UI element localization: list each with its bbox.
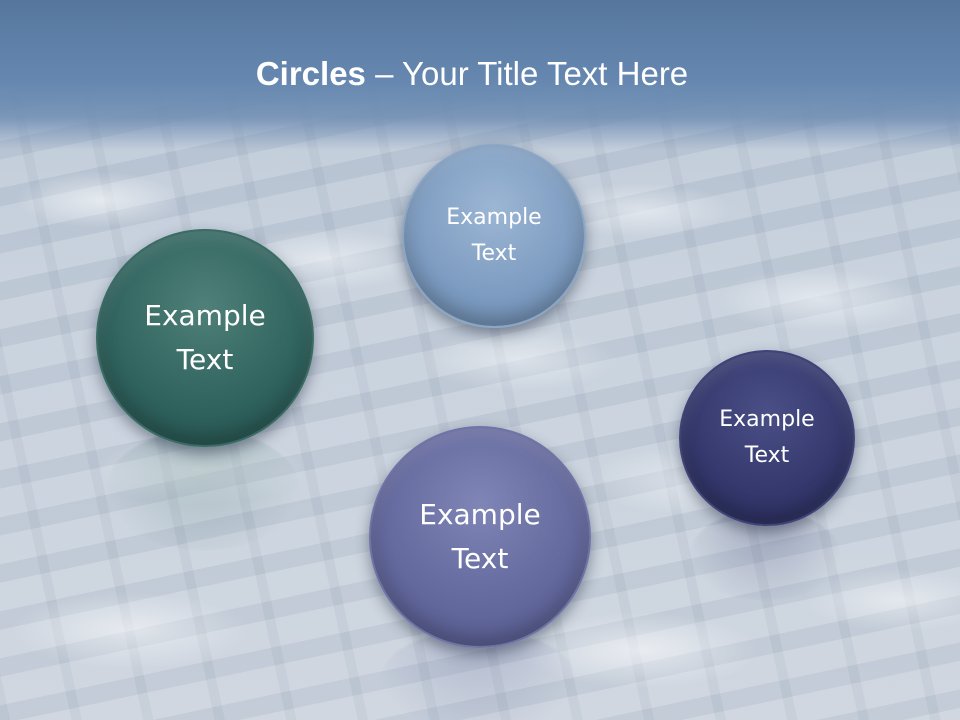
- circle-text-line: Text: [176, 343, 234, 376]
- circle-text-line: Text: [451, 542, 509, 575]
- circle-text-line: Example: [419, 498, 541, 531]
- circle-text-line: Example: [144, 299, 266, 332]
- circle-teal[interactable]: Example Text: [96, 229, 314, 447]
- circle-navy[interactable]: Example Text: [679, 350, 855, 526]
- circle-text-line: Example: [446, 205, 542, 230]
- circle-text-line: Example: [719, 407, 815, 432]
- circle-reflection: [106, 430, 300, 550]
- slide-title[interactable]: Circles – Your Title Text Here: [0, 52, 944, 96]
- header-band: [0, 0, 960, 150]
- circle-text-line: Text: [471, 241, 517, 266]
- slide-title-bold: Circles: [255, 55, 366, 92]
- circle-text-line: Text: [744, 443, 790, 468]
- slide-title-rest: – Your Title Text Here: [365, 55, 689, 92]
- circle-lavender[interactable]: Example Text: [369, 426, 591, 648]
- circle-light-blue[interactable]: Example Text: [402, 144, 586, 328]
